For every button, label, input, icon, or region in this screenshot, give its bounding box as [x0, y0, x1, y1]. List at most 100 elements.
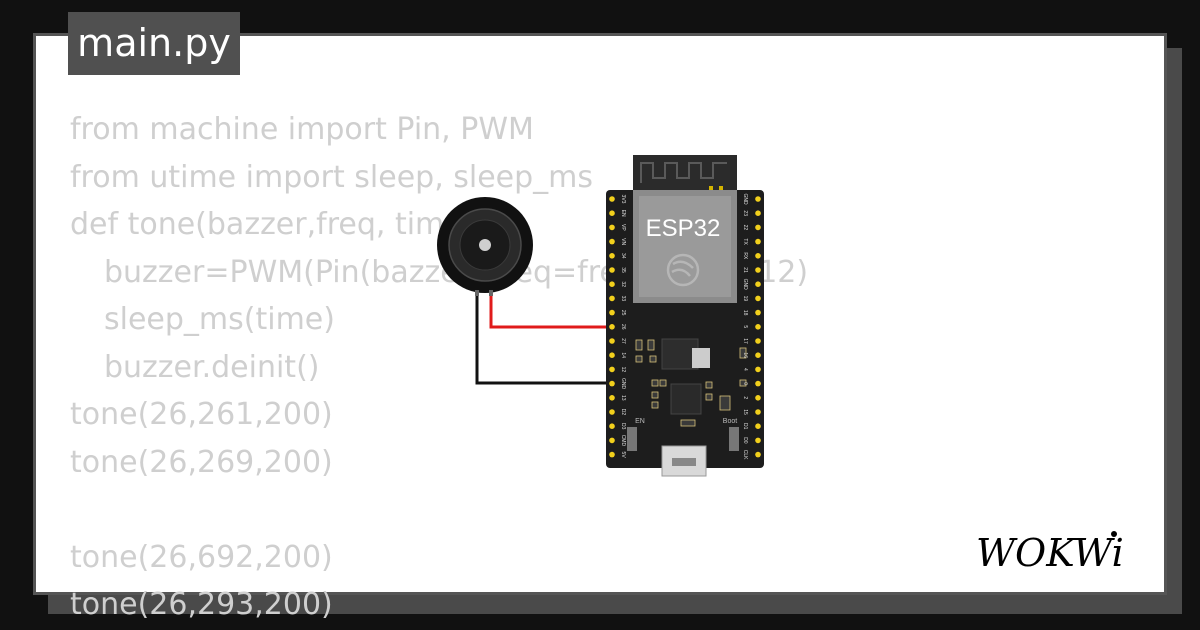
pin-right-4[interactable] — [755, 366, 761, 373]
pin-left-3v3[interactable] — [609, 196, 615, 202]
pin-label: TX — [742, 238, 748, 245]
pin-label: 13 — [620, 395, 626, 401]
pin-right-clk[interactable] — [755, 451, 761, 458]
boot-button[interactable] — [729, 427, 739, 451]
pin-right-2[interactable] — [755, 395, 761, 401]
pin-right-rx[interactable] — [755, 253, 761, 259]
pin-label: D2 — [620, 409, 626, 416]
espressif-logo-swirl — [671, 260, 694, 277]
smd-component — [719, 395, 731, 411]
pin-left-vp[interactable] — [609, 224, 615, 231]
smd-component — [705, 393, 713, 401]
chip-label: ESP32 — [646, 215, 721, 242]
pin-right-16[interactable] — [755, 352, 761, 359]
pin-right-18[interactable] — [755, 309, 761, 316]
usb-opening — [672, 458, 696, 466]
pin-label: RX — [742, 252, 748, 260]
pin-label: CMD — [620, 435, 626, 447]
pin-label: 34 — [620, 253, 626, 259]
pin-label: VP — [620, 224, 626, 231]
pin-left-vn[interactable] — [609, 238, 615, 245]
pin-left-12[interactable] — [609, 366, 615, 373]
esp32-board[interactable]: ESP32 EN Boot 3V3ENVPVN34353233252627141… — [606, 155, 764, 477]
smd-component — [651, 391, 659, 399]
smd-component — [705, 381, 713, 389]
pin-label: 0 — [742, 382, 748, 385]
code-card: from machine import Pin, PWM from utime i… — [33, 33, 1167, 622]
pin-right-0[interactable] — [755, 380, 761, 387]
pin-left-en[interactable] — [609, 210, 615, 216]
pin-right-22[interactable] — [755, 224, 761, 231]
pin-left-14[interactable] — [609, 352, 615, 359]
pin-right-19[interactable] — [755, 295, 761, 302]
pin-label: D1 — [742, 423, 748, 430]
pin-left-35[interactable] — [609, 267, 615, 273]
buzzer-pin-signal — [489, 290, 493, 296]
smd-component — [647, 339, 655, 351]
pin-label: 16 — [742, 352, 748, 358]
pin-right-gnd[interactable] — [755, 196, 761, 202]
wire-signal[interactable] — [489, 292, 612, 329]
code-line: tone(26,293,200) — [70, 587, 333, 622]
smd-component — [635, 355, 643, 363]
pin-left-32[interactable] — [609, 281, 615, 288]
pin-label: 15 — [742, 409, 748, 415]
code-line: from utime import sleep, sleep_ms — [70, 159, 594, 195]
header-pins: 3V3ENVPVN343532332526271412GND13D2D3CMD5… — [609, 193, 761, 460]
code-line: sleep_ms(time) — [104, 302, 335, 337]
code-line: from machine import Pin, PWM — [70, 112, 534, 147]
pin-right-5[interactable] — [755, 324, 761, 330]
pin-label: 19 — [742, 296, 748, 302]
pin-label: GND — [742, 193, 748, 205]
usb-chip — [670, 383, 702, 415]
pin-label: 5V — [620, 452, 626, 459]
buzzer-hole — [479, 239, 491, 251]
pin-right-d1[interactable] — [755, 423, 761, 430]
pin-left-27[interactable] — [609, 338, 615, 344]
pin-right-tx[interactable] — [755, 238, 761, 245]
pin-left-d2[interactable] — [609, 409, 615, 415]
pin-label: 33 — [620, 296, 626, 302]
logo-dot — [1111, 531, 1117, 537]
pin-label: D0 — [742, 437, 748, 444]
smd-component — [659, 379, 667, 387]
buzzer[interactable] — [437, 197, 533, 296]
smd-components — [635, 339, 747, 427]
module-led — [709, 186, 713, 190]
pin-right-15[interactable] — [755, 409, 761, 415]
code-listing: from machine import Pin, PWM from utime i… — [70, 106, 808, 629]
pin-label: 22 — [742, 225, 748, 231]
antenna-trace — [640, 162, 727, 183]
pin-label: 35 — [620, 267, 626, 273]
pin-left-gnd[interactable] — [609, 380, 615, 387]
pin-left-34[interactable] — [609, 253, 615, 259]
usb-port[interactable] — [661, 445, 707, 477]
pin-right-gnd[interactable] — [755, 281, 761, 288]
smd-component — [651, 379, 659, 387]
espressif-logo-icon — [666, 253, 700, 287]
pin-right-21[interactable] — [755, 267, 761, 273]
pin-left-25[interactable] — [609, 309, 615, 316]
logo-text: WOKWi — [976, 531, 1124, 575]
pin-label: 14 — [620, 352, 626, 358]
pin-right-23[interactable] — [755, 210, 761, 216]
pin-left-cmd[interactable] — [609, 437, 615, 444]
pin-left-33[interactable] — [609, 295, 615, 302]
wire-ground[interactable] — [475, 292, 612, 385]
smd-component — [649, 355, 657, 363]
pin-right-17[interactable] — [755, 338, 761, 344]
pin-right-d0[interactable] — [755, 437, 761, 444]
pin-left-13[interactable] — [609, 395, 615, 401]
pin-label: GND — [742, 279, 748, 291]
pin-label: VN — [620, 238, 626, 245]
pin-left-5v[interactable] — [609, 451, 615, 458]
pin-left-d3[interactable] — [609, 423, 615, 430]
pin-left-26[interactable] — [609, 324, 615, 330]
module-shield-inner — [639, 196, 731, 297]
file-tab-main-py[interactable]: main.py — [68, 12, 240, 75]
button-component — [692, 348, 710, 368]
pin-label: 18 — [742, 310, 748, 316]
en-button[interactable] — [627, 427, 637, 451]
